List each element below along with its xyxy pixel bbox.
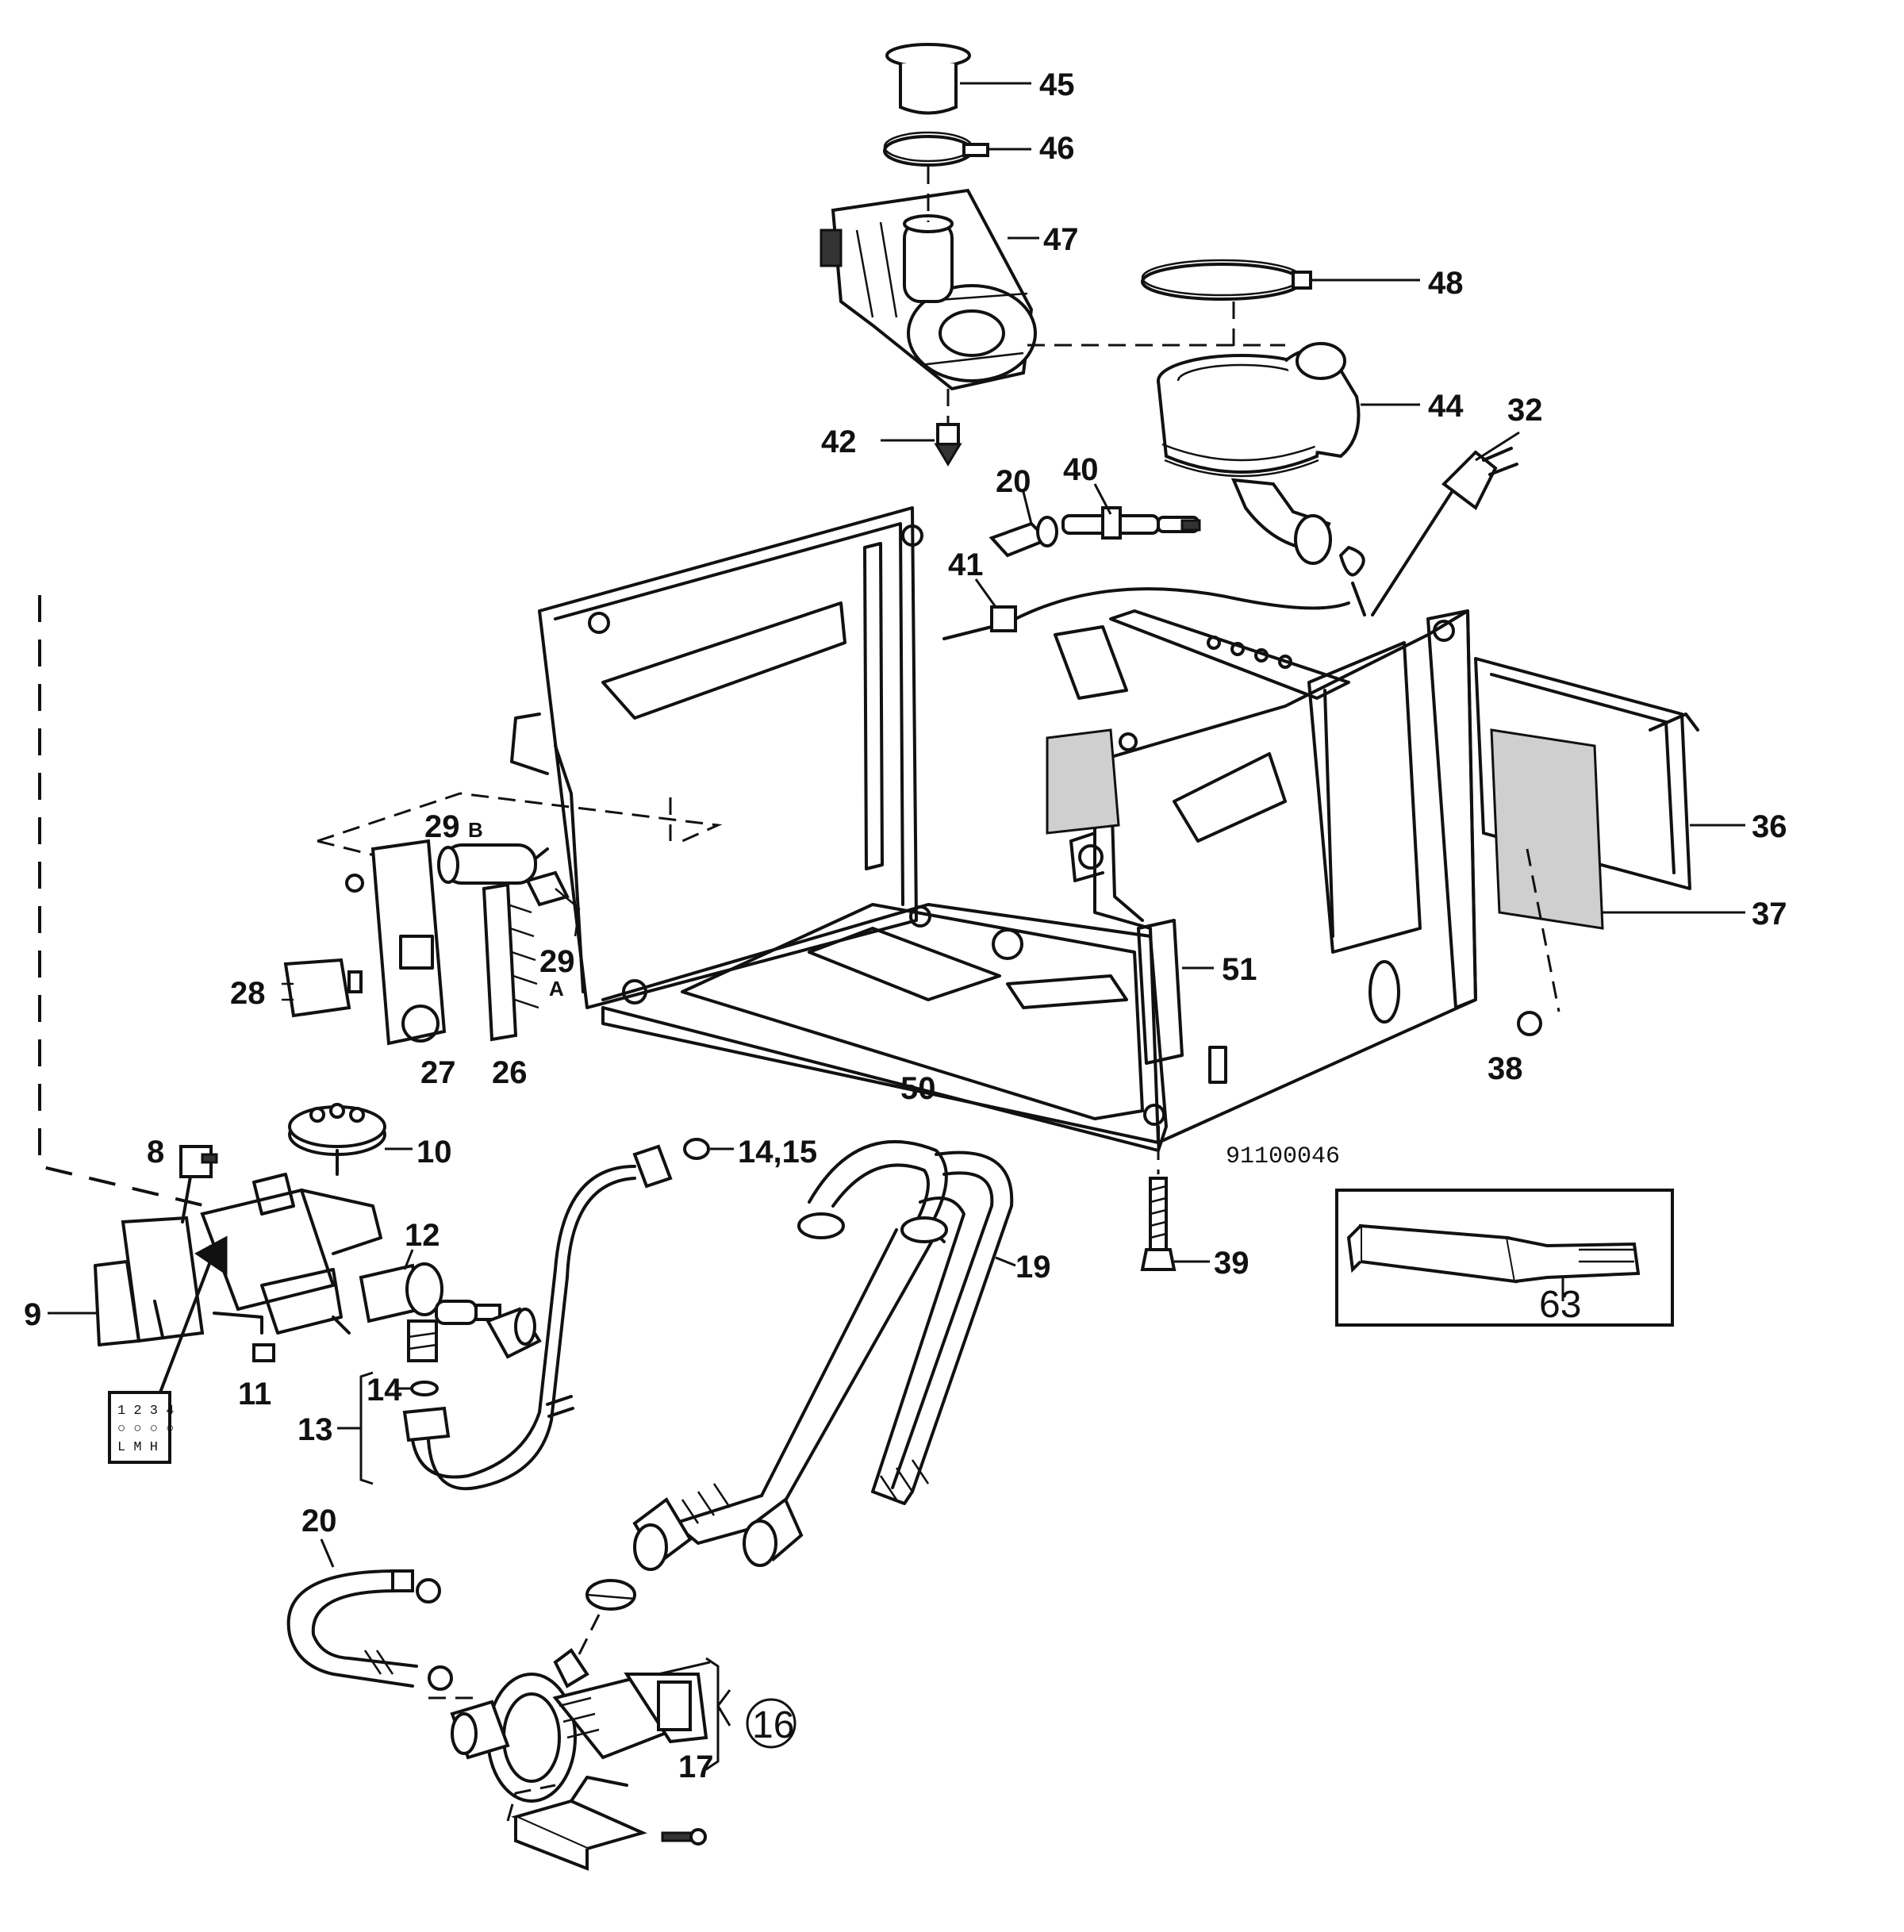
part-12-inlet-valve (359, 1249, 501, 1362)
label-20-bottom: 20 (301, 1504, 337, 1538)
label-51: 51 (1222, 952, 1257, 987)
part-38-knob (1517, 848, 1560, 1036)
selector-card-row-1: 1 2 3 4 (117, 1404, 174, 1419)
valve-connector-cylinder (486, 1307, 542, 1359)
label-14: 14 (367, 1373, 402, 1408)
label-45: 45 (1039, 67, 1075, 102)
pump-hose-clamps (416, 1578, 453, 1691)
part-42-foot (881, 423, 962, 467)
label-20-top: 20 (996, 464, 1031, 499)
label-39: 39 (1214, 1246, 1250, 1281)
selector-card-row-3: L M H (117, 1440, 158, 1455)
part-36-rail (1474, 657, 1745, 890)
part-28-relay (282, 958, 363, 1018)
part-16-drain-pump (428, 1606, 720, 1803)
label-47: 47 (1043, 222, 1079, 257)
label-41: 41 (948, 547, 984, 582)
label-14-15: 14,15 (738, 1135, 817, 1170)
part-32-power-cord (1339, 431, 1520, 616)
part-10-pressure-switch (288, 1103, 413, 1176)
part-44-sump (1157, 342, 1420, 565)
part-14-washer (397, 1381, 439, 1396)
label-11: 11 (238, 1377, 271, 1412)
label-50: 50 (900, 1071, 936, 1106)
label-16: 16 (752, 1704, 794, 1746)
label-9: 9 (24, 1297, 41, 1332)
part-16-circle-outline (716, 1689, 797, 1749)
part-63-tool-box (1335, 1189, 1674, 1327)
part-11-clip (252, 1343, 275, 1362)
part-26-terminal-strip (482, 882, 539, 1042)
label-42: 42 (821, 424, 857, 459)
electrical-panel-outline (317, 792, 723, 858)
base-frame (510, 506, 1477, 1152)
label-29b-sub: B (468, 818, 483, 842)
part-39-bolt (1140, 1143, 1210, 1271)
label-8: 8 (147, 1135, 164, 1170)
part-labels: 45 46 47 48 44 32 42 20 40 41 29 B 29 A … (24, 67, 1787, 1784)
label-44: 44 (1428, 389, 1464, 424)
assembly-dashed-line (38, 595, 207, 1208)
part-29a-sensor (525, 870, 581, 937)
hose-end-right (743, 1496, 804, 1567)
part-27-mounting-plate (345, 839, 447, 1046)
label-28: 28 (230, 976, 266, 1011)
part-41-connector (942, 578, 1350, 640)
part-8-microswitch (179, 1145, 218, 1223)
label-37: 37 (1752, 897, 1787, 931)
label-13: 13 (298, 1412, 333, 1447)
label-29a: 29 (539, 944, 575, 979)
label-27: 27 (420, 1055, 456, 1090)
part-48-ring (1141, 259, 1420, 369)
drawing-code: 91100046 (1226, 1143, 1340, 1170)
selector-card: 1 2 3 4 ○ ○ ○ ○ L M H (108, 1391, 174, 1464)
door-lock-housing (200, 1173, 382, 1335)
hose-clamp (585, 1579, 636, 1611)
label-29b: 29 (424, 809, 460, 844)
label-63: 63 (1539, 1284, 1581, 1326)
part-45-cap (885, 43, 1031, 115)
part-29b-capacitor (437, 843, 549, 885)
label-36: 36 (1752, 809, 1787, 844)
part-47-pump (820, 167, 1285, 424)
part-14-15-washer (683, 1138, 734, 1160)
label-46: 46 (1039, 131, 1075, 166)
part-17-mount (506, 1776, 707, 1871)
part-20-tube-top (988, 491, 1058, 558)
hose-end-left (632, 1497, 693, 1571)
part-9-bracket (48, 1216, 205, 1346)
label-32: 32 (1507, 393, 1543, 428)
arrow-indicator (157, 1235, 228, 1398)
label-10: 10 (416, 1135, 452, 1170)
part-37-pad (1490, 728, 1745, 930)
label-17: 17 (678, 1750, 714, 1784)
part-51-bracket (1137, 919, 1214, 1065)
label-26: 26 (492, 1055, 528, 1090)
label-40: 40 (1063, 452, 1099, 487)
part-40-fitting (1061, 483, 1201, 540)
selector-card-row-2: ○ ○ ○ ○ (117, 1422, 174, 1437)
label-12: 12 (405, 1218, 440, 1253)
part-46-clamp (883, 131, 1031, 167)
label-38: 38 (1488, 1051, 1523, 1086)
label-19: 19 (1015, 1250, 1051, 1285)
part-13-inlet-hose (337, 1144, 673, 1491)
label-29a-sub: A (549, 977, 564, 1001)
label-48: 48 (1428, 266, 1464, 301)
part-20-loop-hose (286, 1538, 418, 1688)
